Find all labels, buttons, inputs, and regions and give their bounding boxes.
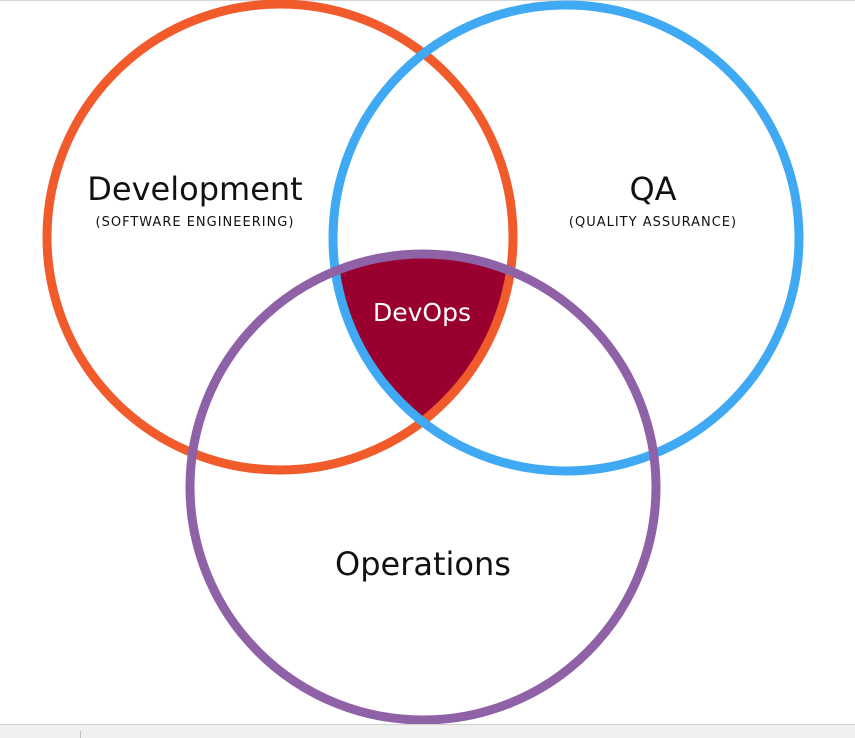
development-circle <box>42 0 518 475</box>
operations-title: Operations <box>335 545 511 583</box>
qa-title: QA <box>629 170 676 208</box>
devops-label: DevOps <box>373 298 471 327</box>
qa-subtitle: (QUALITY ASSURANCE) <box>569 215 737 230</box>
operations-circle <box>185 249 661 724</box>
development-subtitle: (SOFTWARE ENGINEERING) <box>96 215 295 230</box>
top-border <box>0 0 855 1</box>
status-divider <box>80 731 81 738</box>
status-bar <box>0 724 855 738</box>
development-title: Development <box>87 170 302 208</box>
qa-circle <box>328 0 804 476</box>
